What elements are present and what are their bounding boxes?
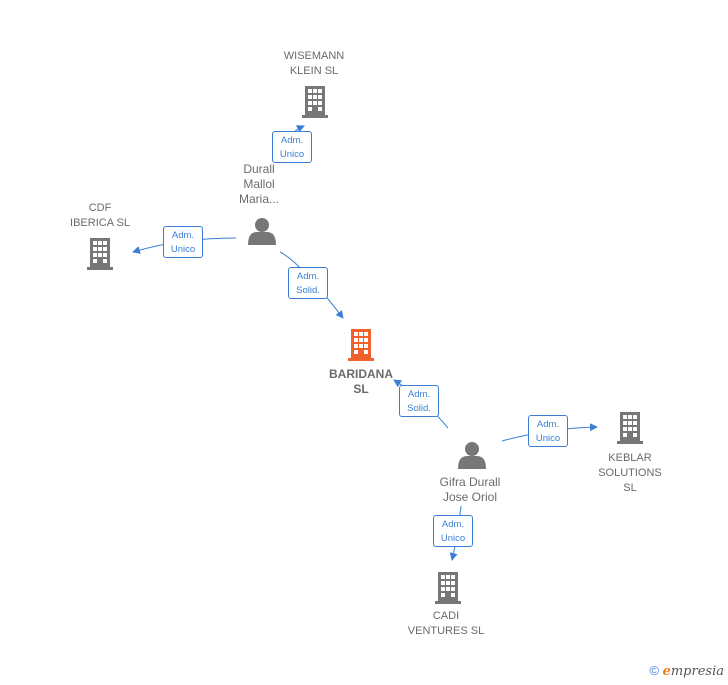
building-icon-focus[interactable] <box>348 329 374 361</box>
node-label-cdf[interactable]: CDF IBERICA SL <box>70 202 130 229</box>
edge-label-durall-baridana: Adm. Solid. <box>288 267 328 299</box>
person-icon[interactable] <box>248 218 276 245</box>
copyright-icon: © <box>649 663 659 678</box>
building-icon[interactable] <box>617 412 643 444</box>
edge-label-gifra-keblar: Adm. Unico <box>528 415 568 447</box>
edge-label-gifra-cadi: Adm. Unico <box>433 515 473 547</box>
node-label-wisemann[interactable]: WISEMANN KLEIN SL <box>283 50 345 77</box>
node-label-keblar[interactable]: KEBLAR SOLUTIONS SL <box>598 452 662 494</box>
building-icon[interactable] <box>87 238 113 270</box>
node-label-baridana[interactable]: BARIDANA SL <box>329 367 393 396</box>
copyright-mark: © empresia <box>649 663 724 679</box>
edge-label-gifra-baridana: Adm. Solid. <box>399 385 439 417</box>
building-icon[interactable] <box>435 572 461 604</box>
person-icon[interactable] <box>458 442 486 469</box>
node-label-gifra[interactable]: Gifra Durall Jose Oriol <box>439 475 501 504</box>
node-label-durall[interactable]: Durall Mallol Maria... <box>238 162 279 206</box>
node-label-cadi[interactable]: CADI VENTURES SL <box>407 610 485 637</box>
brand-logo[interactable]: empresia <box>662 664 724 679</box>
building-icon[interactable] <box>302 86 328 118</box>
edge-label-durall-wisemann: Adm. Unico <box>272 131 312 163</box>
edge-label-durall-cdf: Adm. Unico <box>163 226 203 258</box>
